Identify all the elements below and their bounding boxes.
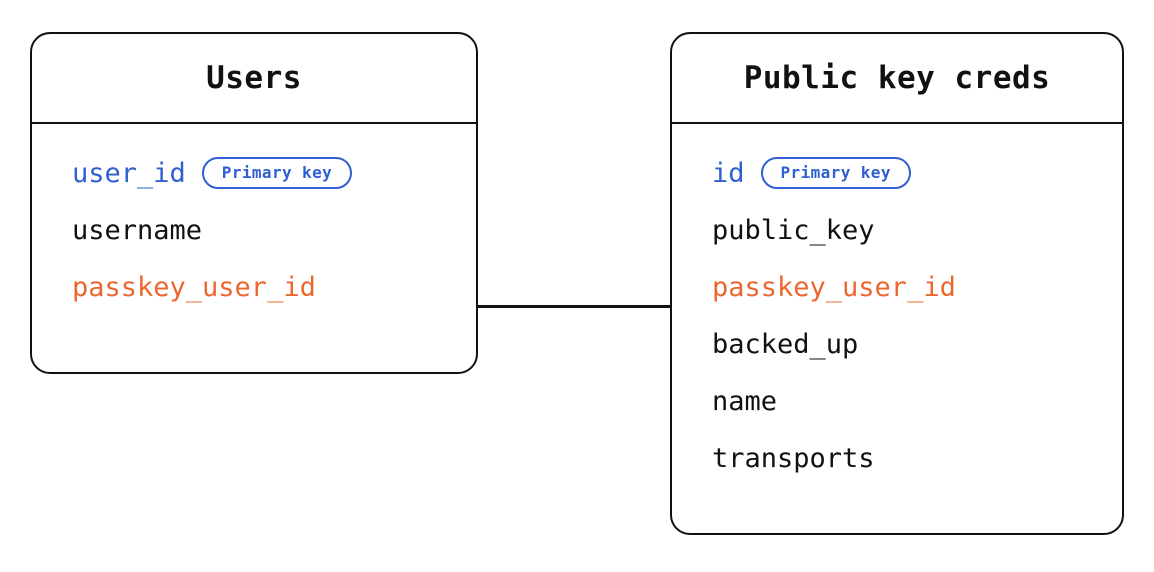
field-row[interactable]: id Primary key [712,157,1122,217]
field-name: public_key [712,215,875,246]
field-row[interactable]: passkey_user_id [712,274,1122,331]
entity-header-public-key-creds: Public key creds [672,34,1122,124]
field-row[interactable]: user_id Primary key [72,157,476,217]
field-name: name [712,386,778,417]
field-name: passkey_user_id [712,272,956,303]
field-row[interactable]: name [712,388,1122,445]
entity-header-users: Users [32,34,476,124]
field-name: username [72,215,203,246]
field-name: backed_up [712,329,859,360]
field-row[interactable]: username [72,217,476,274]
field-row[interactable]: backed_up [712,331,1122,388]
entity-table-users[interactable]: Users user_id Primary key username passkey_u… [30,32,478,374]
primary-key-badge: Primary key [760,157,911,189]
primary-key-badge: Primary key [201,157,353,189]
entity-title: Public key creds [743,59,1051,96]
field-name: passkey_user_id [72,272,316,303]
field-row[interactable]: passkey_user_id [72,274,476,331]
field-name: transports [712,443,875,474]
relationship-connector-users-to-creds [476,305,672,308]
field-name: user_id [72,158,186,189]
entity-title: Users [206,59,302,96]
field-row[interactable]: transports [712,445,1122,502]
entity-field-list-users: user_id Primary key username passkey_user_i… [32,124,476,331]
field-row[interactable]: public_key [712,217,1122,274]
field-name: id [712,158,745,189]
